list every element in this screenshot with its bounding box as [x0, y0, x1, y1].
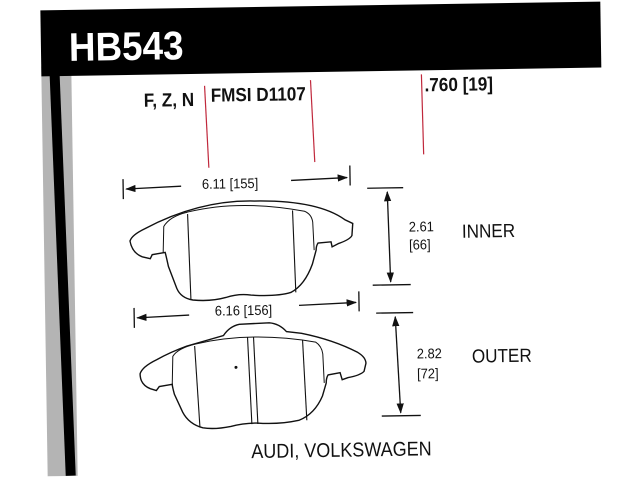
vehicle-makes: AUDI, VOLKSWAGEN [251, 438, 432, 464]
divider-line [310, 80, 314, 162]
divider-line [421, 74, 423, 154]
divider-line [205, 86, 209, 168]
inner-pad-label: INNER [462, 221, 516, 244]
inner-height-mm: [66] [409, 236, 431, 252]
outer-pad-label: OUTER [472, 346, 532, 369]
inner-width-label: 6.11 [155] [199, 175, 261, 192]
outer-pad-outline [139, 321, 367, 429]
inner-height-inches: 2.61 [409, 218, 434, 234]
outer-height-mm: [72] [417, 365, 439, 381]
inner-height-dimension [367, 188, 411, 286]
spec-dividers [204, 74, 423, 167]
inner-pad-outline [129, 199, 354, 301]
outer-width-label: 6.16 [156] [212, 302, 275, 319]
outer-height-inches: 2.82 [417, 345, 442, 361]
outer-height-dimension [376, 312, 421, 416]
